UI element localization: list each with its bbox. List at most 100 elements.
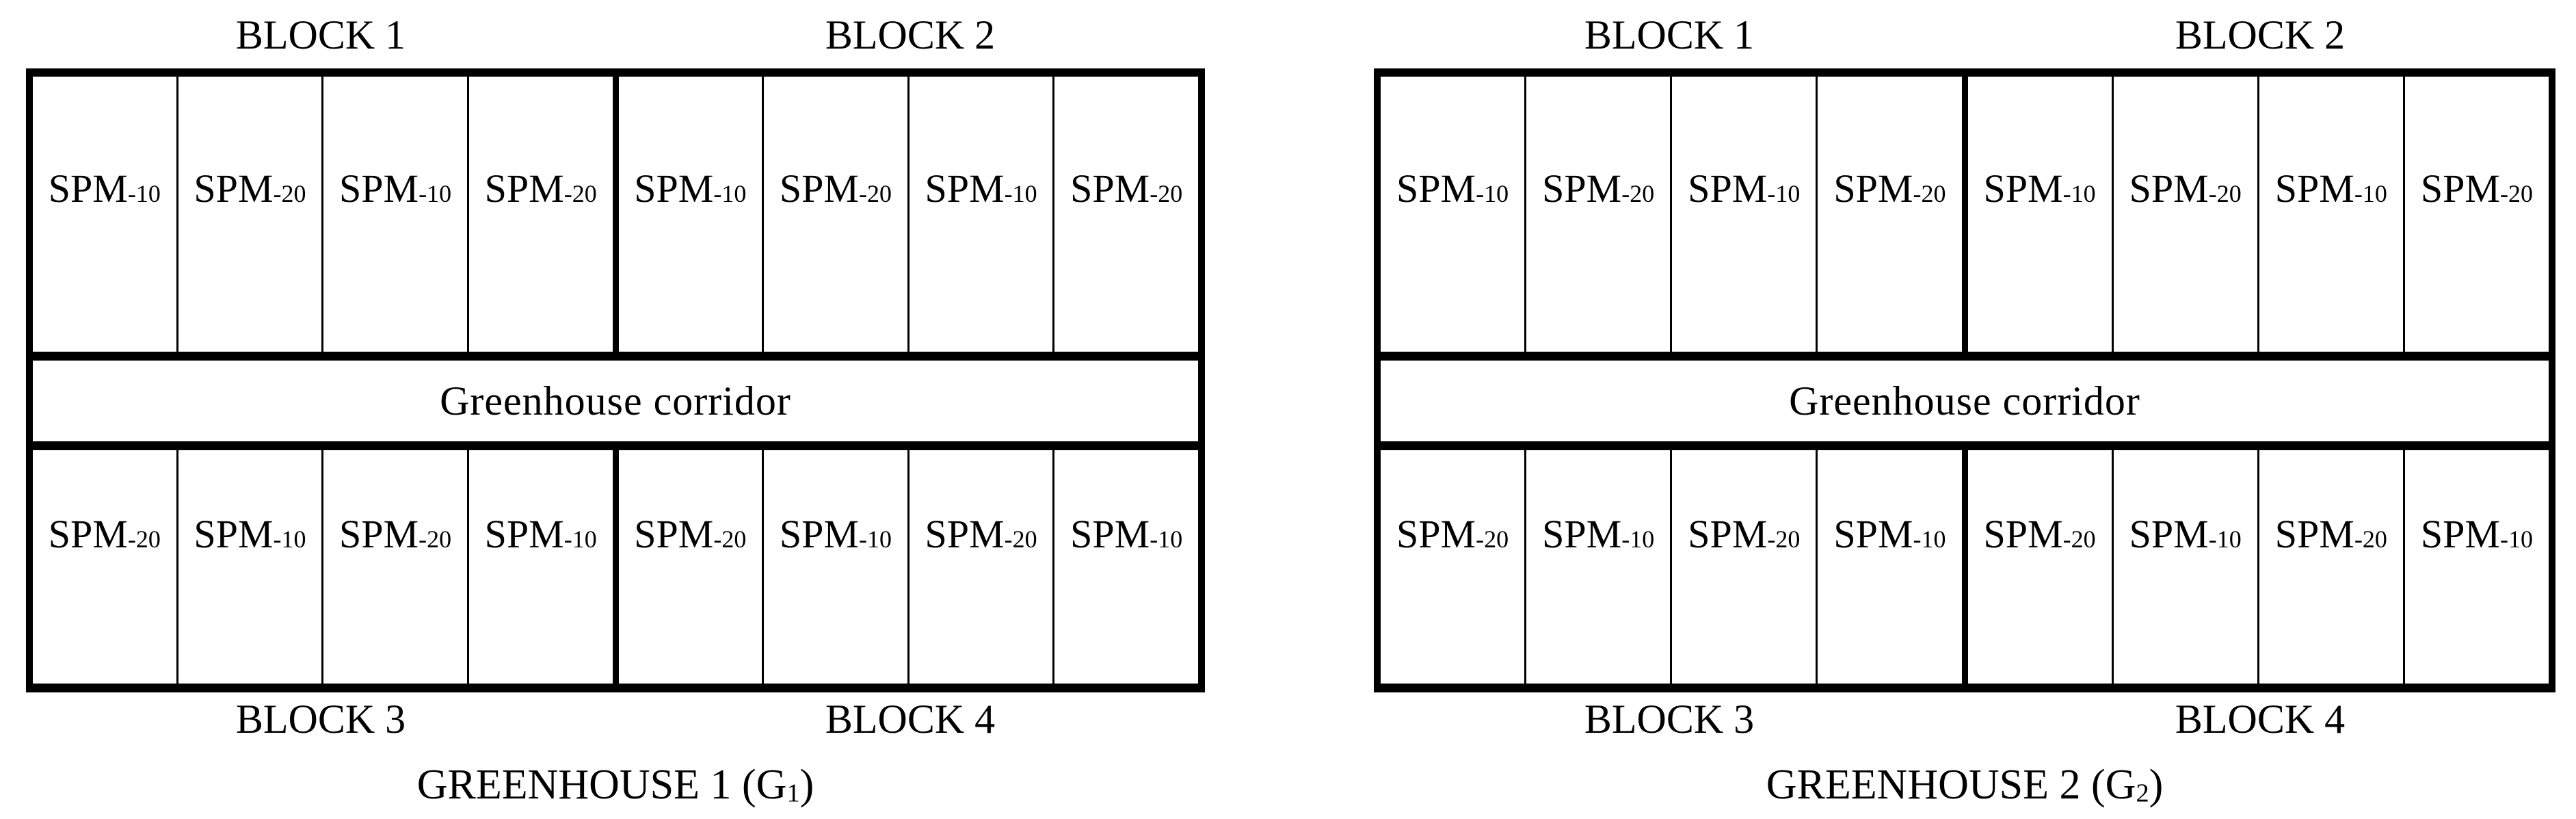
greenhouse-2-bottom-row: SPM-20 SPM-10 SPM-20 SPM-10 SPM-20 SPM-1… bbox=[1381, 450, 2549, 684]
plot-cell: SPM-20 bbox=[1524, 77, 1670, 352]
block-4-label: BLOCK 4 bbox=[825, 697, 996, 742]
spm-subscript: -10 bbox=[1004, 179, 1037, 207]
spm-label: SPM-10 bbox=[194, 511, 306, 557]
greenhouse-2-layout-table: SPM-10 SPM-20 SPM-10 SPM-20 SPM-10 SPM-2… bbox=[1374, 68, 2555, 692]
plot-cell: SPM-20 bbox=[1381, 450, 1524, 684]
spm-prefix: SPM bbox=[1070, 166, 1150, 211]
spm-prefix: SPM bbox=[1983, 166, 2063, 211]
spm-prefix: SPM bbox=[779, 512, 860, 556]
spm-prefix: SPM bbox=[484, 512, 564, 556]
spm-subscript: -20 bbox=[713, 525, 747, 553]
spm-subscript: -10 bbox=[1150, 525, 1183, 553]
spm-subscript: -20 bbox=[1767, 525, 1801, 553]
plot-cell: SPM-10 bbox=[907, 77, 1053, 352]
spm-subscript: -10 bbox=[2062, 179, 2096, 207]
spm-subscript: -20 bbox=[1150, 179, 1183, 207]
plot-cell: SPM-10 bbox=[1670, 77, 1816, 352]
plot-cell: SPM-20 bbox=[2111, 77, 2257, 352]
spm-subscript: -20 bbox=[2354, 525, 2387, 553]
plot-cell: SPM-20 bbox=[466, 77, 613, 352]
spm-label: SPM-10 bbox=[49, 166, 161, 211]
spm-label: SPM-10 bbox=[925, 166, 1037, 211]
spm-subscript: -10 bbox=[563, 525, 597, 553]
plot-cell: SPM-20 bbox=[33, 450, 176, 684]
spm-subscript: -10 bbox=[419, 179, 452, 207]
spm-label: SPM-20 bbox=[2421, 166, 2533, 211]
spm-subscript: -20 bbox=[563, 179, 597, 207]
plot-cell: SPM-20 bbox=[907, 450, 1053, 684]
spm-label: SPM-10 bbox=[634, 166, 746, 211]
spm-prefix: SPM bbox=[1688, 512, 1768, 556]
spm-prefix: SPM bbox=[2420, 166, 2501, 211]
spm-subscript: -20 bbox=[127, 525, 161, 553]
corridor-label: Greenhouse corridor bbox=[1789, 378, 2140, 424]
spm-prefix: SPM bbox=[2274, 166, 2354, 211]
plot-cell: SPM-20 bbox=[2402, 77, 2549, 352]
caption-text: GREENHOUSE 2 (G bbox=[1766, 762, 2136, 808]
spm-label: SPM-10 bbox=[2129, 511, 2242, 557]
spm-label: SPM-10 bbox=[1833, 511, 1946, 557]
spm-label: SPM-20 bbox=[925, 511, 1037, 557]
plot-cell: SPM-10 bbox=[762, 450, 907, 684]
spm-prefix: SPM bbox=[1542, 166, 1622, 211]
spm-prefix: SPM bbox=[1070, 512, 1150, 556]
spm-prefix: SPM bbox=[779, 166, 860, 211]
plot-cell: SPM-20 bbox=[1670, 450, 1816, 684]
spm-label: SPM-20 bbox=[2275, 511, 2387, 557]
spm-subscript: -20 bbox=[273, 179, 306, 207]
spm-label: SPM-20 bbox=[1542, 166, 1654, 211]
caption-text: GREENHOUSE 1 (G bbox=[416, 762, 787, 808]
greenhouse-1-diagram: BLOCK 1 BLOCK 2 SPM-10 SPM-20 SPM-10 SPM… bbox=[26, 0, 1205, 819]
plot-cell: SPM-10 bbox=[612, 77, 762, 352]
spm-prefix: SPM bbox=[1983, 512, 2063, 556]
spm-label: SPM-20 bbox=[339, 511, 451, 557]
block-1-label: BLOCK 1 bbox=[235, 12, 406, 57]
block-2-label: BLOCK 2 bbox=[825, 12, 996, 57]
caption-subscript: 2 bbox=[2136, 779, 2149, 808]
spm-label: SPM-10 bbox=[1070, 511, 1182, 557]
corridor-band: Greenhouse corridor bbox=[1381, 352, 2549, 450]
greenhouse-1-bottom-row: SPM-20 SPM-10 SPM-20 SPM-10 SPM-20 SPM-1… bbox=[33, 450, 1198, 684]
block-3-label: BLOCK 3 bbox=[235, 697, 406, 742]
plot-cell: SPM-20 bbox=[612, 450, 762, 684]
spm-label: SPM-20 bbox=[1688, 511, 1800, 557]
spm-label: SPM-20 bbox=[194, 166, 306, 211]
spm-prefix: SPM bbox=[925, 166, 1005, 211]
spm-subscript: -10 bbox=[273, 525, 306, 553]
spm-subscript: -20 bbox=[1476, 525, 1509, 553]
spm-prefix: SPM bbox=[2129, 166, 2209, 211]
spm-prefix: SPM bbox=[194, 166, 274, 211]
spm-subscript: -10 bbox=[2208, 525, 2242, 553]
greenhouse-2-top-row: SPM-10 SPM-20 SPM-10 SPM-20 SPM-10 SPM-2… bbox=[1381, 77, 2549, 352]
spm-subscript: -20 bbox=[1621, 179, 1655, 207]
block-1-label: BLOCK 1 bbox=[1584, 12, 1755, 57]
spm-prefix: SPM bbox=[48, 166, 128, 211]
plot-cell: SPM-10 bbox=[2257, 77, 2403, 352]
spm-subscript: -20 bbox=[2062, 525, 2096, 553]
spm-label: SPM-10 bbox=[780, 511, 892, 557]
spm-subscript: -10 bbox=[1621, 525, 1655, 553]
spm-label: SPM-10 bbox=[2421, 511, 2533, 557]
caption-close: ) bbox=[799, 762, 814, 808]
spm-prefix: SPM bbox=[1833, 512, 1913, 556]
corridor-label: Greenhouse corridor bbox=[440, 378, 791, 424]
plot-cell: SPM-10 bbox=[1961, 77, 2112, 352]
corridor-band: Greenhouse corridor bbox=[33, 352, 1198, 450]
spm-label: SPM-20 bbox=[485, 166, 597, 211]
spm-label: SPM-20 bbox=[1984, 511, 2096, 557]
greenhouse-1-top-row: SPM-10 SPM-20 SPM-10 SPM-20 SPM-10 SPM-2… bbox=[33, 77, 1198, 352]
spm-prefix: SPM bbox=[1396, 512, 1476, 556]
plot-cell: SPM-20 bbox=[321, 450, 467, 684]
spm-subscript: -20 bbox=[2208, 179, 2242, 207]
plot-cell: SPM-20 bbox=[762, 77, 907, 352]
spm-label: SPM-10 bbox=[1984, 166, 2096, 211]
spm-label: SPM-10 bbox=[485, 511, 597, 557]
plot-cell: SPM-10 bbox=[321, 77, 467, 352]
plot-cell: SPM-10 bbox=[1816, 450, 1961, 684]
spm-prefix: SPM bbox=[48, 512, 128, 556]
spm-prefix: SPM bbox=[1396, 166, 1476, 211]
spm-prefix: SPM bbox=[194, 512, 274, 556]
spm-subscript: -10 bbox=[859, 525, 892, 553]
spm-label: SPM-20 bbox=[49, 511, 161, 557]
